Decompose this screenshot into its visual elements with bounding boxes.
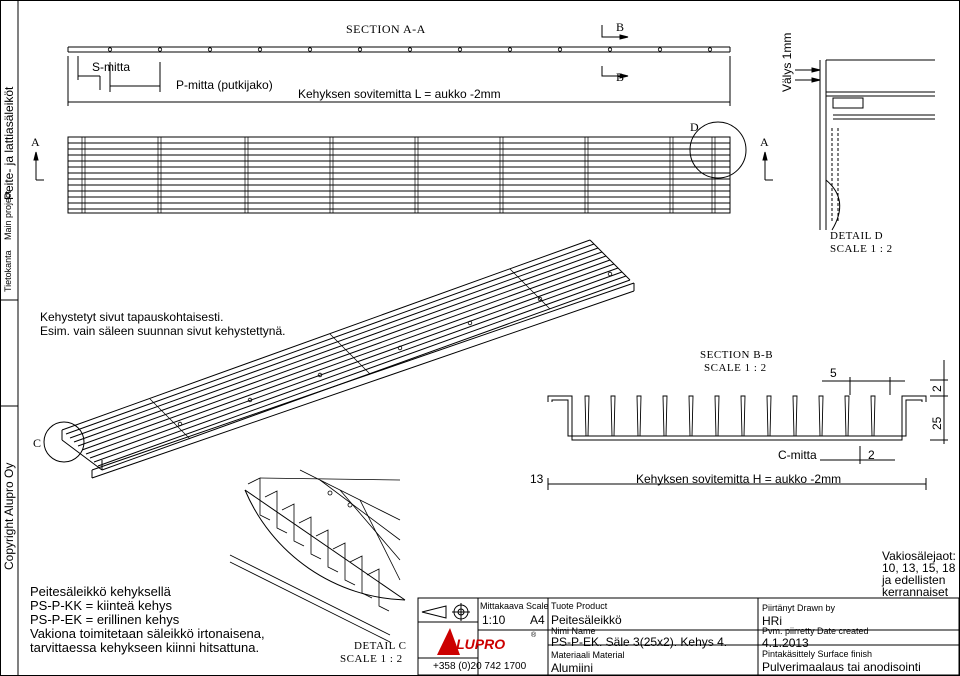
frame-height-dimension: Kehyksen sovitemitta H = aukko -2mm <box>636 472 842 486</box>
note-line-2: Esim. vain säleen suunnan sivut kehystet… <box>40 324 286 338</box>
date-created-label: Pvm. piirretty Date created <box>762 626 869 636</box>
scale-label: Mittakaava Scale <box>480 601 549 611</box>
drawn-by-label: Piirtänyt Drawn by <box>762 603 836 613</box>
drawn-by-value: HRi <box>762 614 782 628</box>
alupro-logo-mark <box>437 628 460 655</box>
section-a-marker-right: A <box>760 135 770 149</box>
phone-number: +358 (0)20 742 1700 <box>433 661 527 672</box>
section-a-marker-left: A <box>31 135 41 149</box>
section-b-marker-bottom: B <box>616 70 625 84</box>
sidebar-tietokanta: Tietokanta <box>3 250 13 292</box>
name-value: PS-P-EK. Säle 3(25x2). Kehys 4. <box>551 635 728 649</box>
detail-d-marker: D <box>690 120 700 134</box>
clearance-label: Välys 1mm <box>780 32 794 92</box>
dimension-5: 5 <box>830 366 837 380</box>
dimension-2-bottom: 2 <box>868 448 875 462</box>
description-line-1: Peitesäleikkö kehyksellä <box>30 584 171 599</box>
surface-finish-label: Pintakäsittely Surface finish <box>762 649 873 659</box>
title-block-lines <box>417 597 960 676</box>
name-label: Nimi Name <box>551 626 596 636</box>
registered-mark: ® <box>531 632 537 639</box>
product-label: Tuote Product <box>551 601 608 611</box>
sidebar-title: Peite- ja lattiasäleiköt <box>2 86 16 200</box>
note-line-1: Kehystetyt sivut tapauskohtaisesti. <box>40 310 224 324</box>
std-gaps-line-2: 10, 13, 15, 18 <box>882 561 956 575</box>
alupro-logo: ALUPRO <box>446 636 506 652</box>
detail-d-title: DETAIL D <box>830 230 884 242</box>
dimension-25: 25 <box>930 416 944 430</box>
std-gaps-line-4: kerrannaiset <box>882 585 949 599</box>
sidebar-main-project: Main project <box>3 190 13 240</box>
section-bb-title: SECTION B-B <box>700 349 774 361</box>
scale-value: 1:10 <box>482 613 506 627</box>
description-line-3: PS-P-EK = erillinen kehys <box>30 612 180 627</box>
std-gaps-line-1: Vakiosälejaot: <box>882 549 956 563</box>
dimension-2-top: 2 <box>930 385 944 392</box>
detail-d-drawing <box>795 59 935 231</box>
isometric-grating <box>43 239 635 479</box>
detail-c-marker: C <box>33 436 42 450</box>
material-value: Alumiini <box>551 661 594 675</box>
frame-length-dimension: Kehyksen sovitemitta L = aukko -2mm <box>298 87 501 101</box>
section-bb-scale: SCALE 1 : 2 <box>704 362 767 374</box>
section-b-marker-top: B <box>616 20 625 34</box>
description-block: Peitesäleikkö kehyksellä PS-P-KK = kiint… <box>30 585 265 655</box>
s-mitta-label: S-mitta <box>92 60 131 74</box>
standard-gaps-note: Vakiosälejaot: 10, 13, 15, 18 ja edellis… <box>882 550 956 598</box>
detail-d-scale: SCALE 1 : 2 <box>830 243 893 255</box>
surface-finish-value: Pulverimaalaus tai anodisointi <box>762 660 921 674</box>
detail-c-title: DETAIL C <box>354 640 407 652</box>
section-aa-label: SECTION A-A <box>346 22 426 36</box>
paper-size: A4 <box>530 613 545 627</box>
detail-c-drawing <box>229 469 406 643</box>
product-value: Peitesäleikkö <box>551 613 622 627</box>
top-view-grating <box>33 25 773 214</box>
c-mitta-label: C-mitta <box>778 448 817 462</box>
date-created-value: 4.1.2013 <box>762 636 809 650</box>
section-bb-drawing <box>547 360 948 490</box>
sidebar-copyright: Copyright Alupro Oy <box>2 462 16 570</box>
dimension-13: 13 <box>530 472 544 486</box>
material-label: Materiaali Material <box>551 650 625 660</box>
description-line-2: PS-P-KK = kiinteä kehys <box>30 598 172 613</box>
std-gaps-line-3: ja edellisten <box>882 573 946 587</box>
detail-c-scale: SCALE 1 : 2 <box>340 653 403 665</box>
p-mitta-label: P-mitta (putkijako) <box>176 78 273 92</box>
description-line-5: tarvittaessa kehykseen kiinni hitsattuna… <box>30 640 260 655</box>
description-line-4: Vakiona toimitetaan säleikkö irtonaisena… <box>30 626 265 641</box>
